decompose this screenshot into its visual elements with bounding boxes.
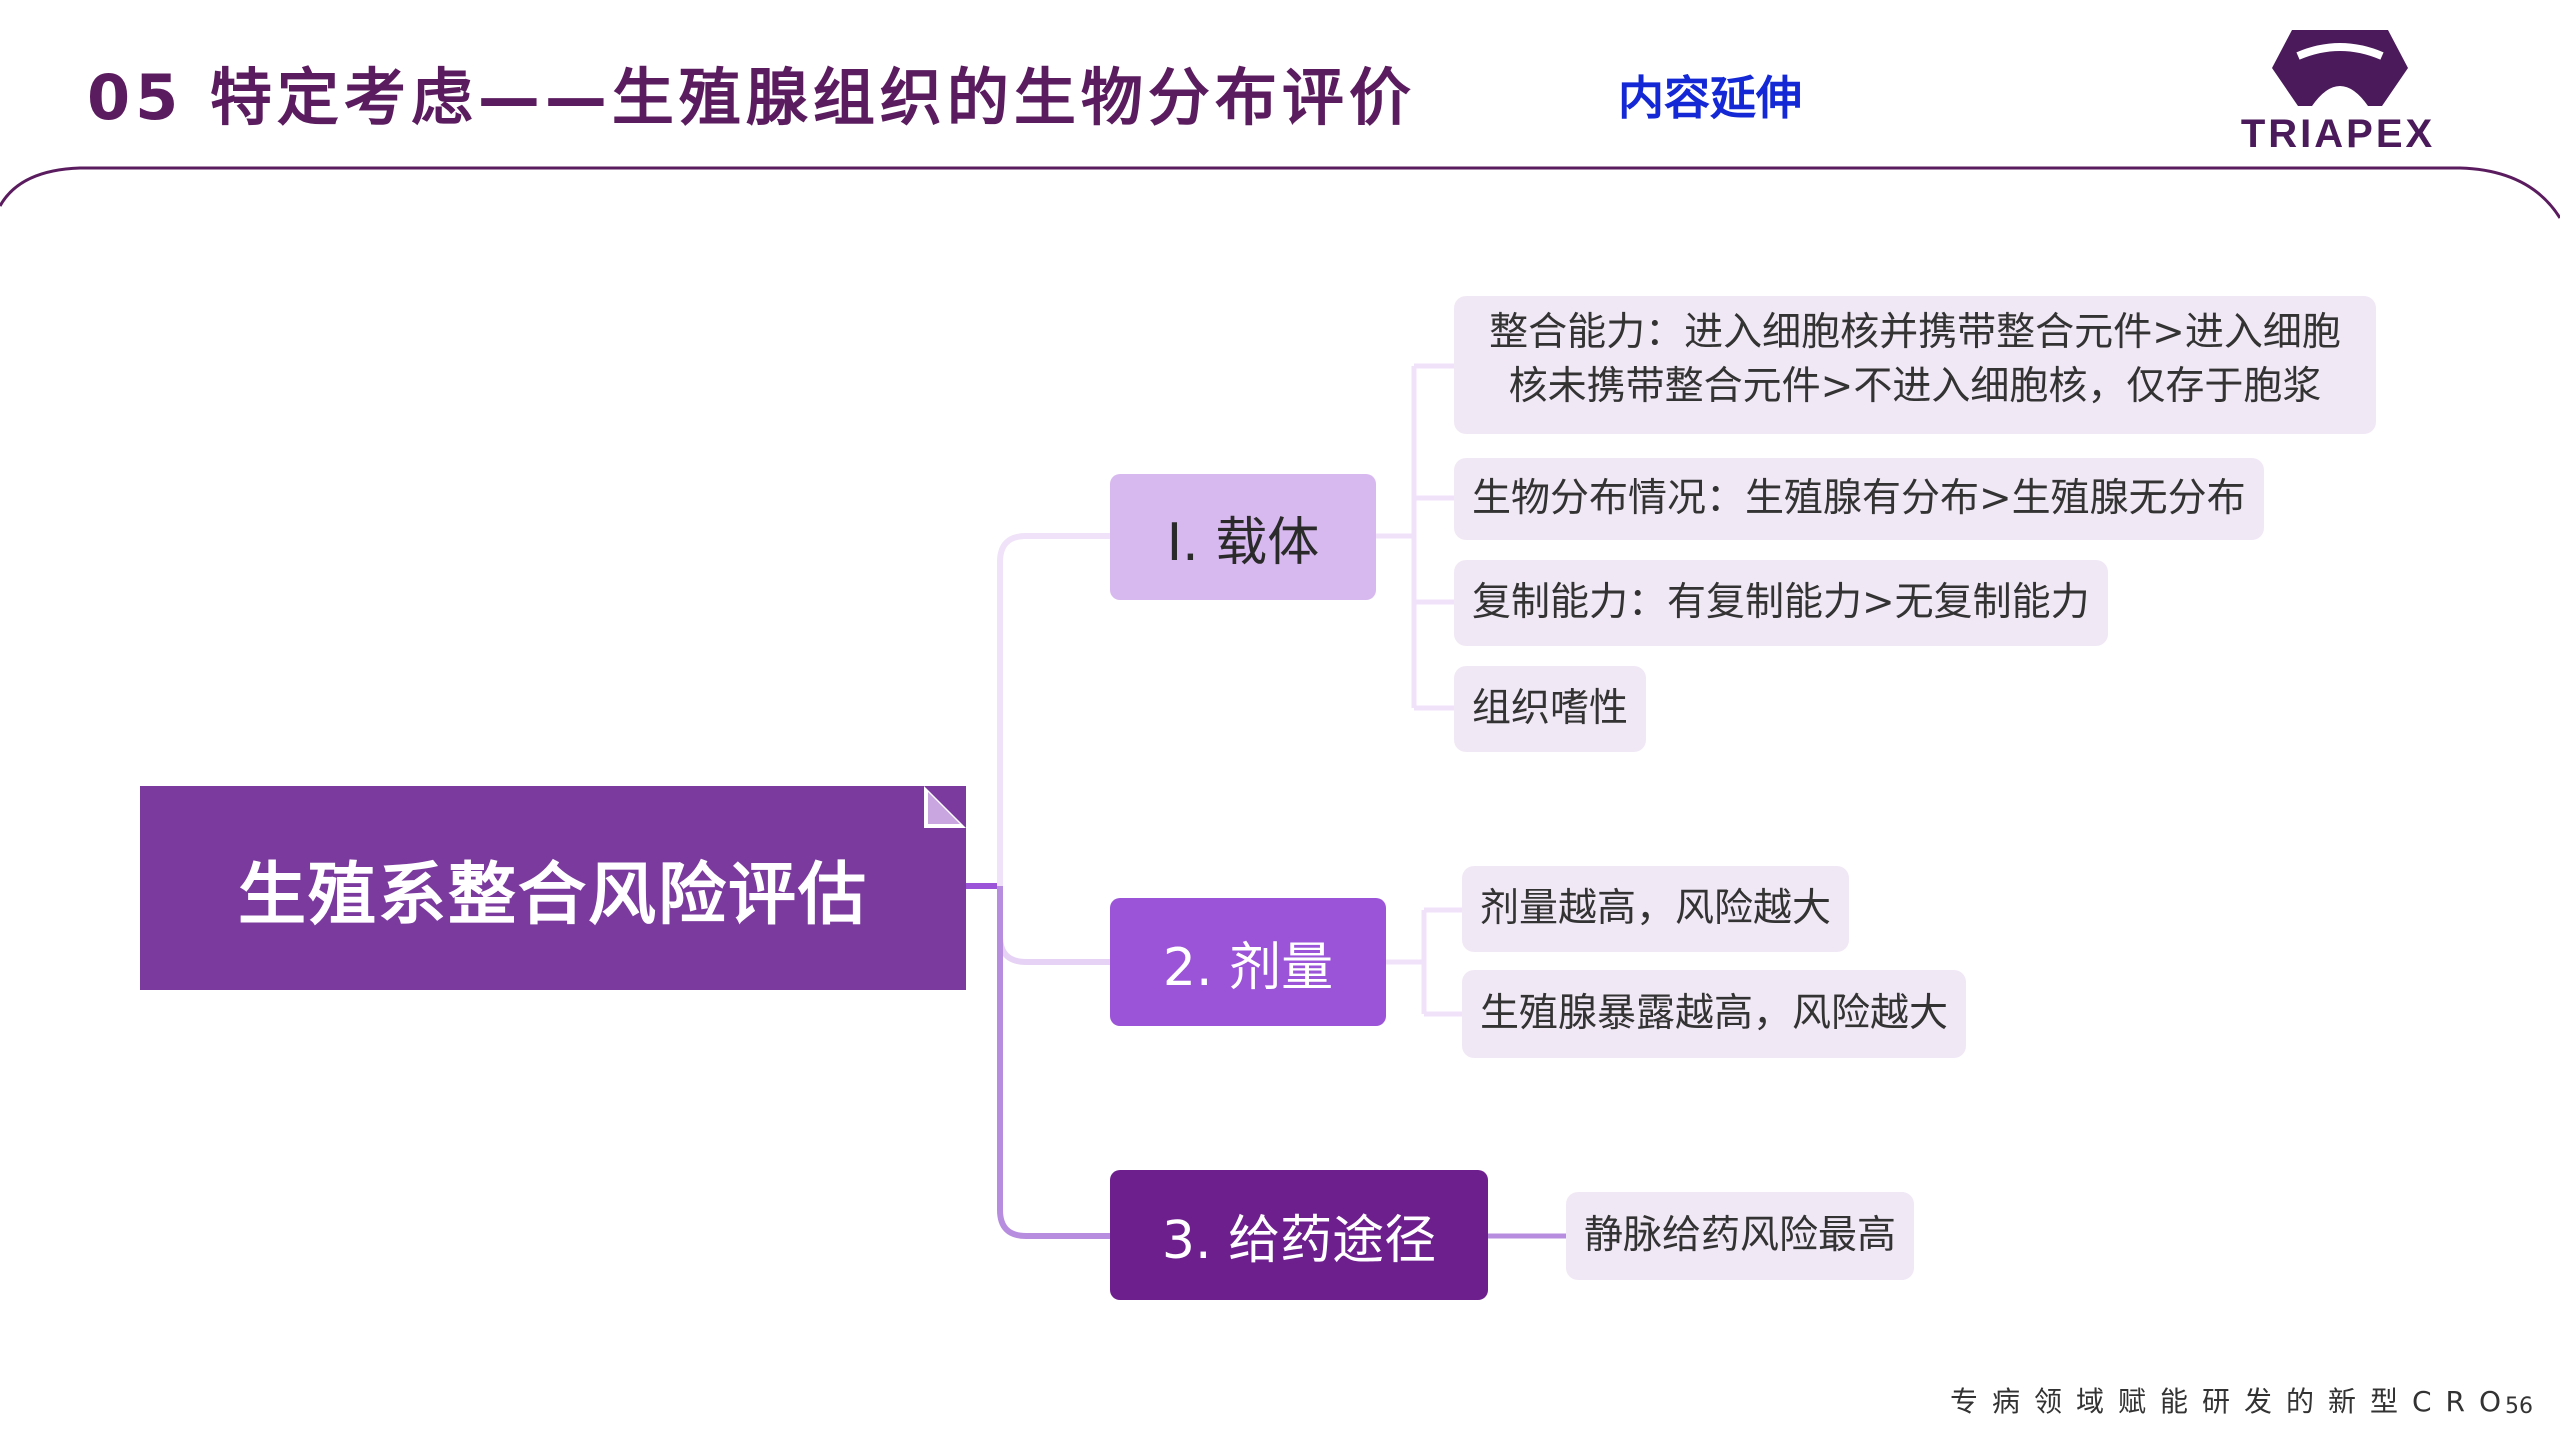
extend-link[interactable]: 内容延伸	[1618, 71, 1802, 125]
triapex-logo-icon	[2272, 30, 2408, 106]
branch-node-dose: 2. 剂量	[1110, 898, 1386, 1026]
header-divider	[0, 166, 2560, 219]
page-number: 56	[2505, 1394, 2533, 1419]
branch-node-vector: I. 载体	[1110, 474, 1376, 600]
brand-wordmark: TRIAPEX	[2240, 112, 2436, 156]
branch-node-route: 3. 给药途径	[1110, 1170, 1488, 1300]
leaf-node-replication: 复制能力：有复制能力>无复制能力	[1454, 560, 2108, 646]
leaf-node-gonad-exposure: 生殖腺暴露越高，风险越大	[1462, 970, 1967, 1058]
leaf-node-iv-route: 静脉给药风险最高	[1566, 1192, 1915, 1280]
leaf-node-integration: 整合能力：进入细胞核并携带整合元件>进入细胞核未携带整合元件>不进入细胞核，仅存…	[1454, 296, 2376, 434]
footer-tagline: 专病领域赋能研发的新型CRO	[1950, 1385, 2516, 1418]
leaf-text: 整合能力：进入细胞核并携带整合元件>进入细胞核未携带整合元件>不进入细胞核，仅存…	[1489, 310, 2341, 409]
folded-corner-icon	[924, 786, 966, 828]
leaf-node-dose-risk: 剂量越高，风险越大	[1462, 866, 1850, 952]
leaf-node-biodistribution: 生物分布情况：生殖腺有分布>生殖腺无分布	[1454, 458, 2264, 540]
leaf-node-tropism: 组织嗜性	[1454, 666, 1647, 752]
root-node: 生殖系整合风险评估	[140, 786, 966, 990]
page-title: 05 特定考虑——生殖腺组织的生物分布评价	[87, 61, 1416, 134]
